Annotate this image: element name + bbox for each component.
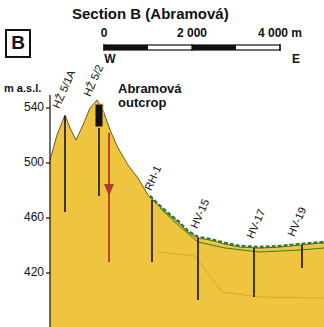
scale-bar (104, 44, 280, 51)
borehole-label: HV-17 (244, 207, 267, 240)
outcrop-label: Abramová outcrop (118, 82, 188, 111)
basin-boundary (158, 252, 324, 298)
boreholes (65, 116, 302, 300)
elevation-tick: 500 (24, 156, 44, 169)
scale-number: 4 000 m (258, 27, 302, 40)
section-title: Section B (Abramová) (72, 6, 229, 23)
elevation-axis (46, 95, 50, 327)
section-letter: B (11, 33, 25, 54)
elevation-tick: 540 (24, 101, 44, 114)
elevation-tick: 460 (24, 211, 44, 224)
elevation-tick: 420 (24, 266, 44, 279)
cover-layer (150, 196, 324, 247)
borehole-label: HV-15 (188, 197, 211, 230)
borehole-label: HV-19 (285, 205, 308, 238)
surface-line (50, 100, 324, 248)
rock-body (50, 100, 324, 327)
direction-label: W (104, 53, 115, 66)
borehole-label: HŽ 5/2 (81, 63, 105, 98)
borehole-label: HŽ 5/1A (50, 68, 77, 110)
borehole-label: RH-1 (142, 164, 163, 192)
section-letter-box: B (5, 29, 31, 58)
direction-label: E (292, 53, 300, 66)
scale-number: 2 000 (177, 27, 207, 40)
axis-title: m a.s.l. (4, 82, 41, 94)
scale-number: 0 (101, 27, 108, 40)
fault (104, 133, 114, 262)
outcrop-marker (95, 104, 103, 127)
